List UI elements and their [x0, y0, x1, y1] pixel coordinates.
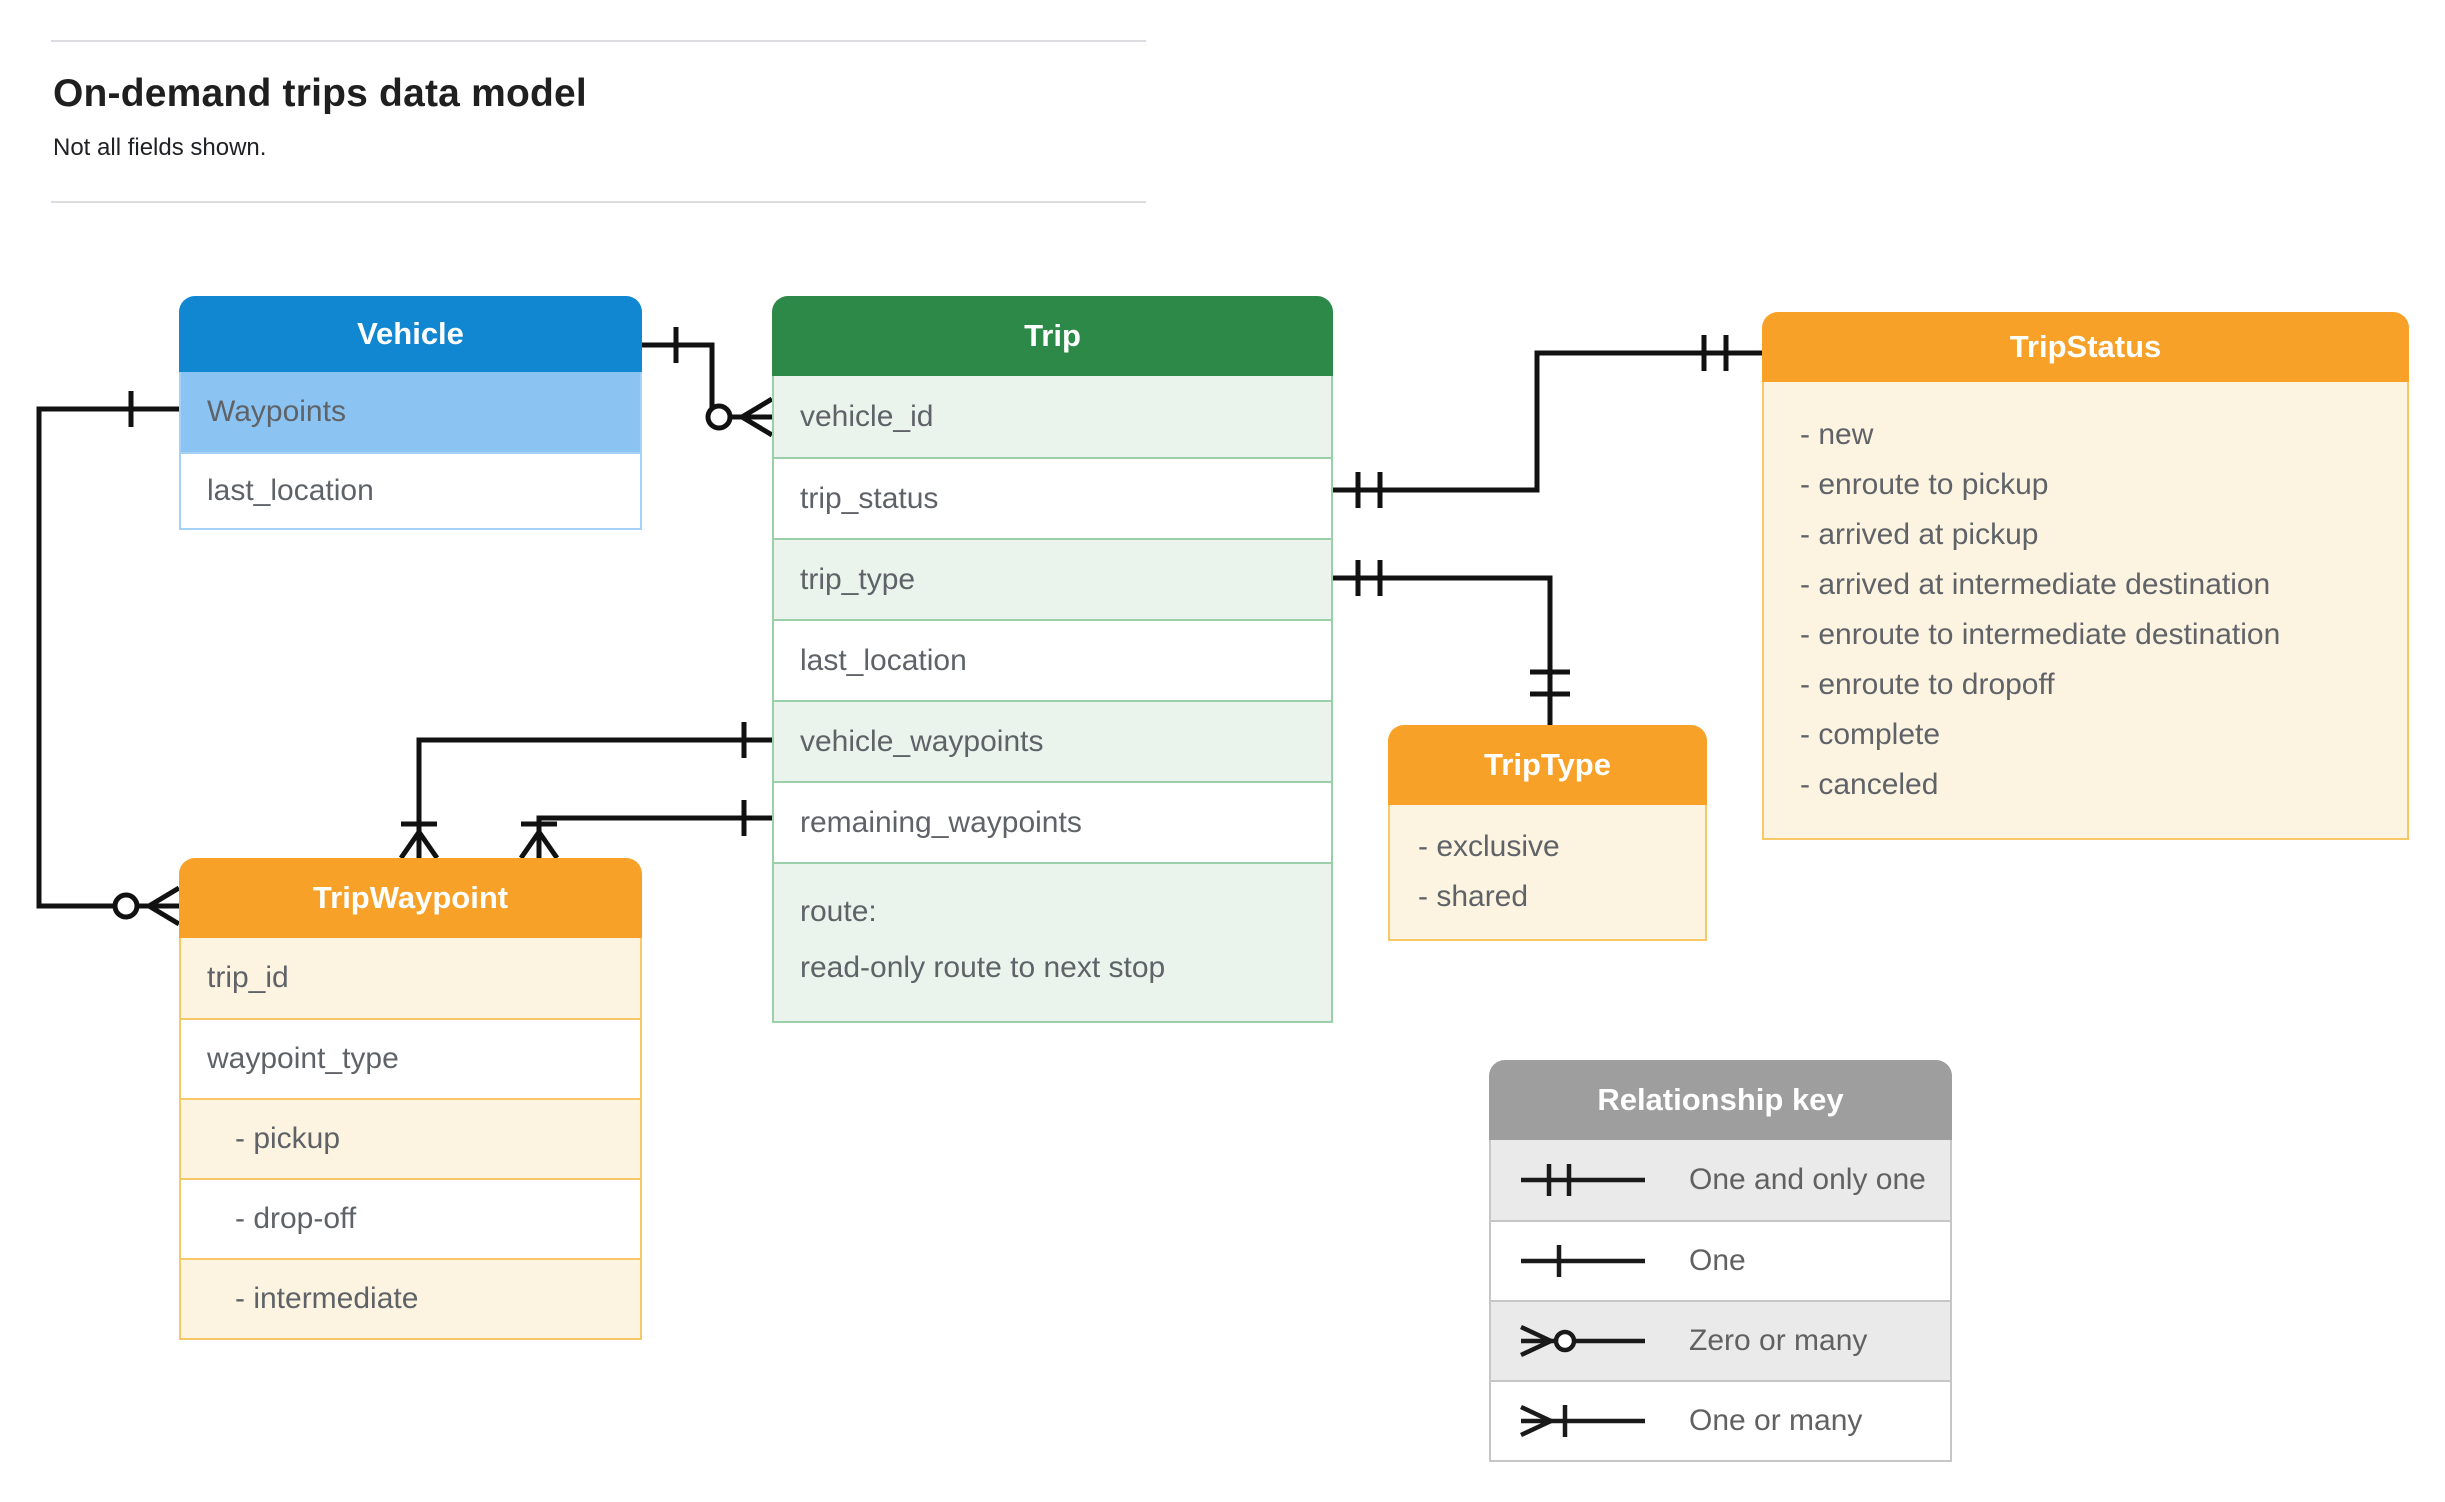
field-waypoints: Waypoints — [181, 372, 640, 452]
page-title: On-demand trips data model — [53, 72, 587, 115]
tripstatus-value: - arrived at pickup — [1800, 518, 2039, 551]
entity-trip-body: vehicle_id trip_status trip_type last_lo… — [772, 376, 1333, 1023]
triptype-value-list: - exclusive - shared — [1390, 805, 1705, 939]
tripstatus-value: - canceled — [1800, 768, 1939, 801]
entity-trip: Trip vehicle_id trip_status trip_type la… — [772, 296, 1333, 1023]
one-or-many-icon — [1520, 1404, 1645, 1438]
field-route-line1: route: — [800, 895, 877, 928]
legend-row-one: One — [1491, 1220, 1950, 1300]
tripstatus-value: - complete — [1800, 718, 1941, 751]
field-vehicle-id: vehicle_id — [774, 376, 1331, 457]
connector-vehicle-waypoints-to-tripwaypoint — [36, 391, 181, 927]
entity-triptype: TripType - exclusive - shared — [1388, 725, 1707, 941]
tripstatus-value: - new — [1800, 418, 1874, 451]
entity-vehicle: Vehicle Waypoints last_location — [179, 296, 642, 530]
entity-vehicle-title: Vehicle — [179, 296, 642, 372]
connector-trip-status-to-tripstatus — [1333, 335, 1762, 508]
entity-tripwaypoint-title: TripWaypoint — [179, 858, 642, 938]
legend-row-one-or-many: One or many — [1491, 1380, 1950, 1460]
entity-tripstatus: TripStatus - new - enroute to pickup - a… — [1762, 312, 2409, 840]
triptype-value: - shared — [1418, 880, 1529, 913]
field-trip-type: trip_type — [774, 538, 1331, 619]
entity-vehicle-body: Waypoints last_location — [179, 372, 642, 530]
tripstatus-value: - arrived at intermediate destination — [1800, 568, 2271, 601]
one-and-only-one-icon — [1521, 1164, 1645, 1196]
title-rule-top — [51, 40, 1146, 42]
legend-label: One or many — [1689, 1404, 1863, 1437]
relationship-key: Relationship key One and only one One — [1489, 1060, 1952, 1462]
legend-label: Zero or many — [1689, 1324, 1868, 1357]
legend-label: One — [1689, 1244, 1746, 1277]
relationship-key-title: Relationship key — [1489, 1060, 1952, 1140]
entity-tripwaypoint-body: trip_id waypoint_type - pickup - drop-of… — [179, 938, 642, 1340]
tripstatus-value: - enroute to pickup — [1800, 468, 2049, 501]
entity-tripstatus-title: TripStatus — [1762, 312, 2409, 382]
entity-tripwaypoint: TripWaypoint trip_id waypoint_type - pic… — [179, 858, 642, 1340]
field-trip-status: trip_status — [774, 457, 1331, 538]
field-trip-id: trip_id — [181, 938, 640, 1018]
legend-row-zero-or-many: Zero or many — [1491, 1300, 1950, 1380]
zero-or-many-icon — [1520, 1324, 1645, 1358]
entity-triptype-title: TripType — [1388, 725, 1707, 805]
field-waypoint-type: waypoint_type — [181, 1018, 640, 1098]
connector-vehicle-waypoints-field-to-tripwaypoint — [398, 722, 772, 860]
field-route: route: read-only route to next stop — [774, 862, 1331, 1021]
field-remaining-waypoints: remaining_waypoints — [774, 781, 1331, 862]
legend-label: One and only one — [1689, 1163, 1926, 1196]
legend-row-one-and-only-one: One and only one — [1491, 1140, 1950, 1220]
one-icon — [1521, 1245, 1645, 1277]
entity-trip-title: Trip — [772, 296, 1333, 376]
entity-triptype-body: - exclusive - shared — [1388, 805, 1707, 941]
waypoint-type-pickup: - pickup — [181, 1098, 640, 1178]
field-last-location: last_location — [181, 452, 640, 528]
field-trip-last-location: last_location — [774, 619, 1331, 700]
tripstatus-value-list: - new - enroute to pickup - arrived at p… — [1764, 382, 2407, 838]
connector-trip-type-to-triptype — [1333, 560, 1570, 725]
connector-vehicle-to-trip — [642, 327, 774, 438]
waypoint-type-dropoff: - drop-off — [181, 1178, 640, 1258]
waypoint-type-intermediate: - intermediate — [181, 1258, 640, 1338]
title-rule-bottom — [51, 201, 1146, 203]
field-vehicle-waypoints: vehicle_waypoints — [774, 700, 1331, 781]
triptype-value: - exclusive — [1418, 830, 1560, 863]
tripstatus-value: - enroute to intermediate destination — [1800, 618, 2281, 651]
entity-tripstatus-body: - new - enroute to pickup - arrived at p… — [1762, 382, 2409, 840]
tripstatus-value: - enroute to dropoff — [1800, 668, 2055, 701]
page-subtitle: Not all fields shown. — [53, 134, 267, 161]
relationship-key-body: One and only one One Zero or many — [1489, 1140, 1952, 1462]
connector-remaining-waypoints-to-tripwaypoint — [518, 800, 772, 860]
field-route-line2: read-only route to next stop — [800, 951, 1166, 984]
